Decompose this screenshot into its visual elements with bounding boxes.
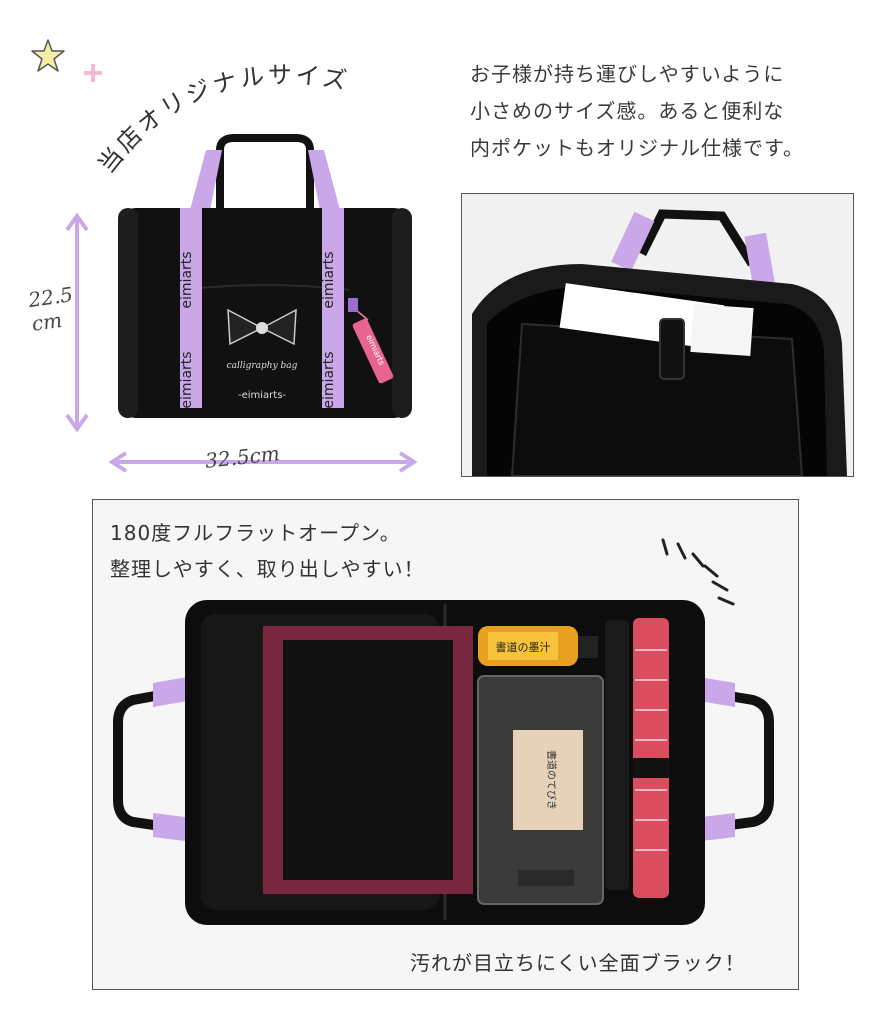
bag-closed-image: eimiarts eimiarts eimiarts eimiarts call…: [118, 134, 412, 418]
strap-brand-right: eimiarts: [321, 251, 337, 308]
bow-icon: [227, 308, 297, 346]
strap-brand-left: eimiarts: [179, 251, 195, 308]
feature-text: 180度フルフラットオープン。 整理しやすく、取り出しやすい！: [110, 515, 425, 587]
plus-icon: [84, 64, 102, 82]
bag-front-brand: -eimiarts-: [238, 390, 286, 401]
open-bag-image: 書道の墨汁 書道のてびき: [93, 500, 798, 989]
height-arrow: [65, 212, 89, 433]
feature-line-2: 整理しやすく、取り出しやすい！: [110, 557, 425, 581]
ink-bottle-label: 書道の墨汁: [496, 640, 551, 654]
intro-line-3: 内ポケットもオリジナル仕様です。: [470, 136, 804, 160]
intro-line-2: 小さめのサイズ感。あると便利な: [470, 99, 785, 123]
inner-pocket-photo: [461, 193, 854, 477]
feature-line-1: 180度フルフラットオープン。: [110, 521, 401, 545]
bag-script-text: calligraphy bag: [227, 361, 298, 371]
black-caption: 汚れが目立ちにくい全面ブラック！: [410, 951, 746, 975]
sparkle-lines-icon: [661, 538, 735, 606]
strap-brand-right-2: eimiarts: [321, 351, 337, 408]
height-label: 22.5 cm: [27, 282, 78, 336]
booklet-label: 書道のてびき: [545, 750, 558, 810]
intro-line-1: お子様が持ち運びしやすいように: [470, 62, 785, 86]
width-arrow: [108, 451, 418, 473]
strap-brand-left-2: eimiarts: [179, 351, 195, 408]
intro-text: お子様が持ち運びしやすいように 小さめのサイズ感。あると便利な 内ポケットもオリ…: [470, 56, 804, 167]
open-bag-photo: 書道の墨汁 書道のてびき: [92, 499, 799, 990]
inner-pocket-image: [462, 194, 853, 476]
star-icon: [31, 39, 65, 72]
